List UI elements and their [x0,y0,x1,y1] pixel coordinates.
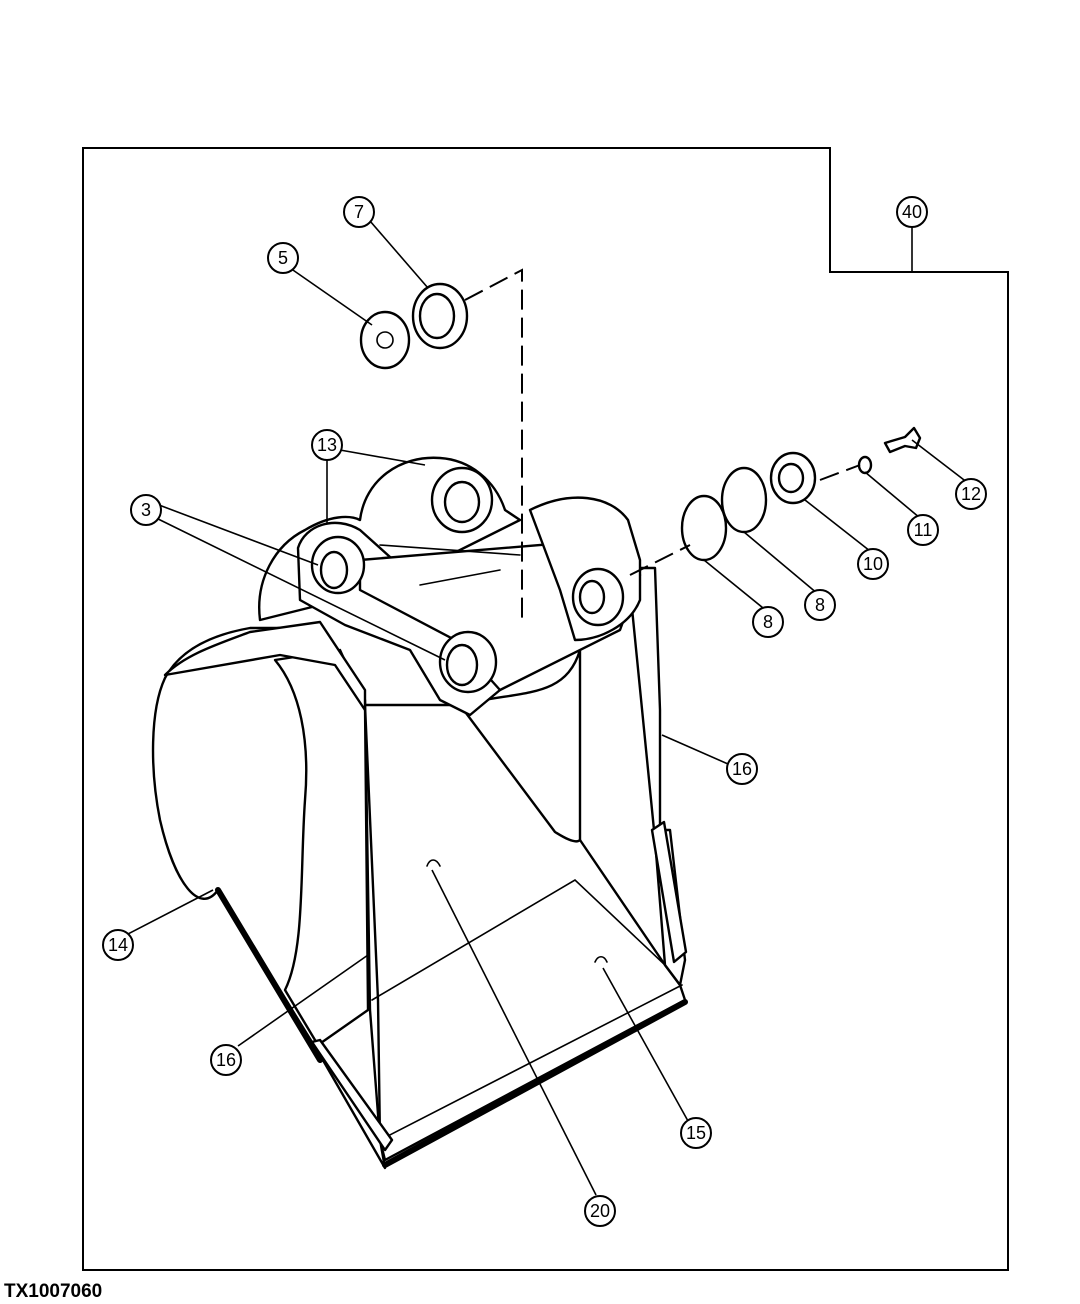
assembly-axis [464,268,523,620]
callout-10-label: 10 [863,554,883,574]
callout-8a: 8 [752,606,784,638]
callout-11: 11 [907,514,939,546]
callout-8b: 8 [804,589,836,621]
callout-11-label: 11 [914,520,933,540]
callout-15: 15 [680,1117,712,1149]
side-cutter-left [310,1038,394,1152]
callout-8b-label: 8 [815,595,825,615]
callout-7-label: 7 [354,202,364,222]
callout-12-label: 12 [961,484,981,504]
exploded-hardware [359,268,922,963]
bucket-inner-side [273,648,370,1047]
callout-40: 40 [896,196,928,228]
leader-lines [125,220,969,1196]
callout-13-label: 13 [317,435,337,455]
callout-5-label: 5 [278,248,288,268]
side-cutter-right [650,820,688,964]
bucket-illustration [151,566,688,1170]
callout-7: 7 [343,196,375,228]
callout-5: 5 [267,242,299,274]
washer-11 [857,455,873,475]
callout-16b-label: 16 [216,1050,236,1070]
cutting-edge [382,999,688,1168]
callout-16a: 16 [726,753,758,785]
shim-8b [720,466,768,534]
callout-15-label: 15 [686,1123,706,1143]
bucket-back-plate [458,648,582,843]
callout-14-label: 14 [108,935,128,955]
callout-20-label: 20 [590,1201,610,1221]
bucket-top-rim [163,620,367,712]
callout-12: 12 [955,478,987,510]
assembly-frame [82,147,1009,1271]
callout-3: 3 [130,494,162,526]
bolt-12 [883,426,922,454]
callout-3-label: 3 [141,500,151,520]
callout-40-label: 40 [902,202,922,222]
shim-plate-5 [359,310,411,370]
callout-20: 20 [584,1195,616,1227]
shim-8a [680,494,728,562]
callout-10: 10 [857,548,889,580]
callout-16b: 16 [210,1044,242,1076]
mounting-lugs [258,456,642,717]
callout-14: 14 [102,929,134,961]
callout-13: 13 [311,429,343,461]
figure-id: TX1007060 [4,1281,103,1302]
callout-16a-label: 16 [732,759,752,779]
callout-8a-label: 8 [763,612,773,632]
